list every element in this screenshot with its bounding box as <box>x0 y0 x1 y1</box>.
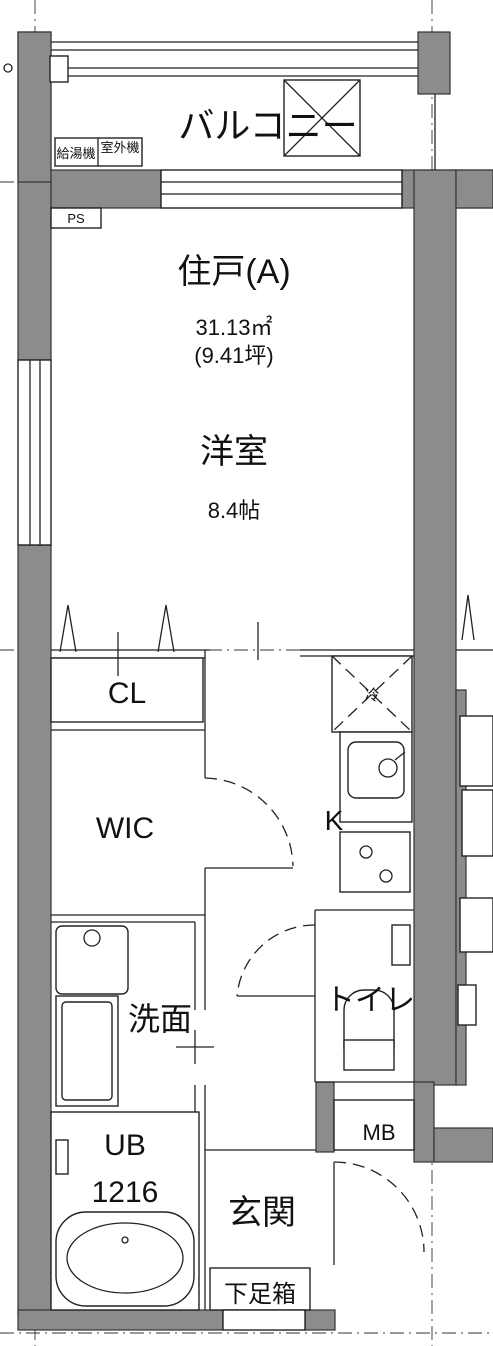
meter-box-label: MB <box>363 1120 396 1145</box>
balcony <box>3 41 436 209</box>
closet-label: CL <box>108 677 146 710</box>
room-size: 8.4帖 <box>208 498 261 523</box>
bath-label: UB <box>104 1129 146 1162</box>
neighbor-unit <box>456 594 493 1026</box>
outdoor-unit-label: 室外機 <box>100 140 139 155</box>
ps-label: PS <box>67 211 85 226</box>
closet-door-marks <box>59 604 259 676</box>
stove <box>339 831 411 893</box>
washroom-crosshair <box>176 1030 214 1064</box>
bathtub <box>55 1139 195 1307</box>
fridge-space <box>331 655 413 733</box>
western-room-label: 洋室 <box>200 433 268 471</box>
fridge-label: 冷 <box>364 687 379 704</box>
area-tsubo: (9.41坪) <box>194 343 273 368</box>
kitchen-sink <box>339 731 413 823</box>
bath-size: 1216 <box>92 1176 159 1209</box>
water-heater-label: 給湯機 <box>56 146 95 161</box>
side-window <box>17 359 52 546</box>
door-swings <box>204 777 425 1265</box>
shoe-box-label: 下足箱 <box>224 1281 296 1308</box>
toilet-fixture <box>343 924 411 1071</box>
area-sqm: 31.13㎡ <box>195 315 272 340</box>
kitchen-label: K <box>325 805 344 836</box>
toilet-label: トイレ <box>325 984 415 1017</box>
unit-name: 住戸(A) <box>177 253 290 291</box>
walls <box>17 31 493 1331</box>
washroom-label: 洗面 <box>128 1001 192 1037</box>
wic-label: WIC <box>96 812 154 845</box>
pipe-space <box>50 207 102 229</box>
vanity-unit <box>55 925 129 1107</box>
entrance-label: 玄関 <box>228 1194 296 1232</box>
balcony-label: バルコニー <box>178 105 357 146</box>
